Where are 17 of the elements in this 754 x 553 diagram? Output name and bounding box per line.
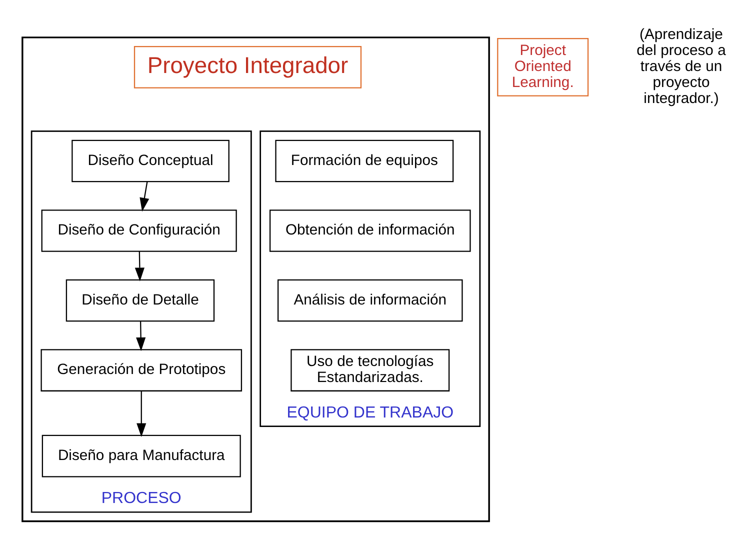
node-box: Diseño de Detalle: [66, 279, 215, 322]
node-box: Análisis de información: [277, 279, 463, 322]
node-box: Diseño para Manufactura: [42, 434, 241, 478]
node-box: Diseño Conceptual: [72, 140, 230, 182]
node-box: Proyecto Integrador: [134, 46, 362, 88]
node-box: Generación de Prototipos: [40, 349, 242, 392]
arrow: [136, 321, 146, 352]
node-label: (Aprendizaje del proceso a través de un proyecto integrador.): [636, 27, 726, 108]
node-box: Formación de equipos: [275, 140, 454, 182]
arrow: [140, 182, 150, 212]
arrow: [136, 391, 146, 438]
node-box: Project Oriented Learning.: [497, 38, 589, 96]
node-box: Diseño de Configuración: [41, 210, 237, 252]
node-box: Obtención de información: [269, 210, 471, 252]
cluster: [22, 36, 490, 522]
arrow: [134, 251, 144, 282]
node-box: Uso de tecnologías Estandarizadas.: [290, 349, 450, 392]
